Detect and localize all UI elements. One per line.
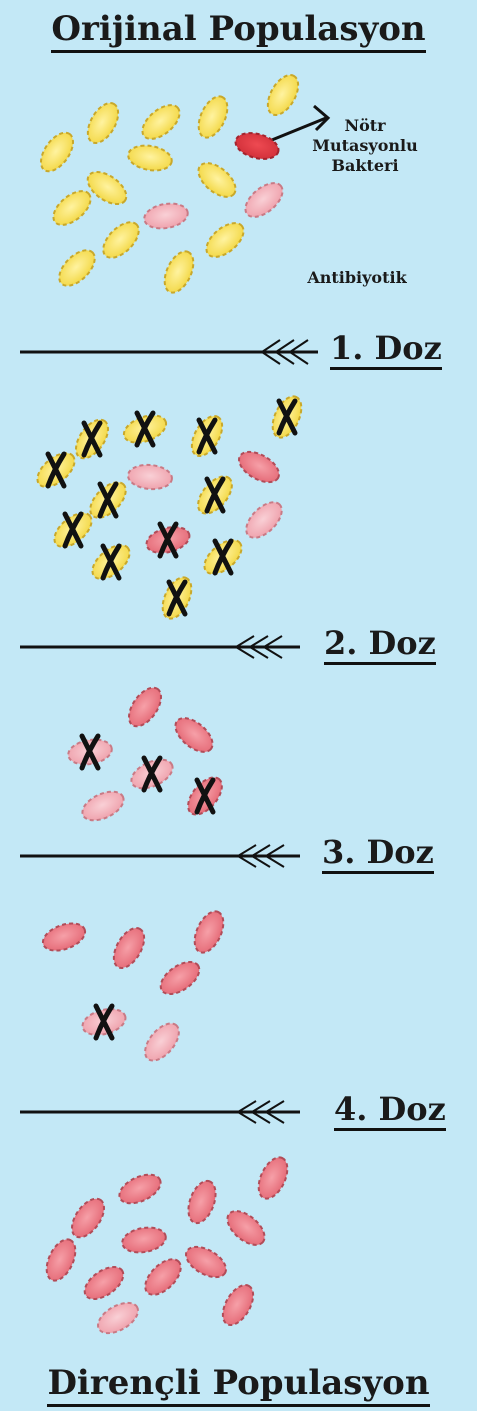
resistant-bacterium [189,907,229,957]
dose-label-1: 1. Doz [330,332,442,364]
susceptible-bacterium [47,185,96,232]
susceptible-bacterium [97,216,145,264]
susceptible-bacterium [136,99,185,146]
susceptible-bacterium [192,157,241,204]
dose-line-1 [20,340,318,364]
susceptible-bacterium [262,70,305,120]
resistant-bacterium [239,177,288,224]
dose-label-3: 3. Doz [322,836,434,868]
resistant-bacterium [240,496,288,544]
resistant-bacterium [79,1261,129,1306]
susceptible-bacterium [53,244,101,292]
resistant-bacterium [169,712,218,759]
dose-label-2: 2. Doz [324,627,436,659]
susceptible-bacterium [200,217,249,264]
resistant-bacterium [139,1017,186,1066]
resistant-bacterium [39,918,89,956]
resistant-bacterium [142,200,189,231]
dose-line-3 [20,845,300,867]
resistant-bacterium [221,1205,270,1252]
resistant-bacterium [41,1235,81,1285]
resistant-bacterium [217,1280,260,1330]
resistant-bacterium [183,1177,221,1227]
resistant-bacterium [93,1297,143,1340]
resistant-bacterium [66,1193,111,1243]
resistant-bacterium [123,682,168,732]
resistant-bacterium [139,1253,187,1301]
dose-label-4: 4. Doz [334,1093,446,1125]
susceptible-bacterium [159,247,199,297]
resistant-bacterium [127,463,173,491]
bacteria-cells [31,70,307,1339]
resistant-bacterium [78,786,128,826]
resistant-bacterium [181,1241,231,1284]
resistant-population-title: Dirençli Populasyon [0,1366,477,1400]
resistant-bacterium [253,1153,293,1203]
mutant-bacterium-label: Nötr Mutasyonlu Bakteri [290,116,440,176]
resistant-bacterium [233,129,282,164]
susceptible-bacterium [82,98,125,148]
resistant-bacterium [155,956,205,1001]
susceptible-bacterium [193,92,233,142]
resistant-bacterium [108,923,151,973]
resistant-bacterium [120,1224,167,1255]
resistant-bacterium [115,1169,165,1209]
resistant-bacterium [234,446,284,489]
antibiotic-label: Antibiyotik [282,268,432,288]
susceptible-bacterium [35,127,80,177]
susceptible-bacterium [126,142,173,173]
dose-line-2 [20,636,300,658]
dose-line-4 [20,1101,300,1123]
